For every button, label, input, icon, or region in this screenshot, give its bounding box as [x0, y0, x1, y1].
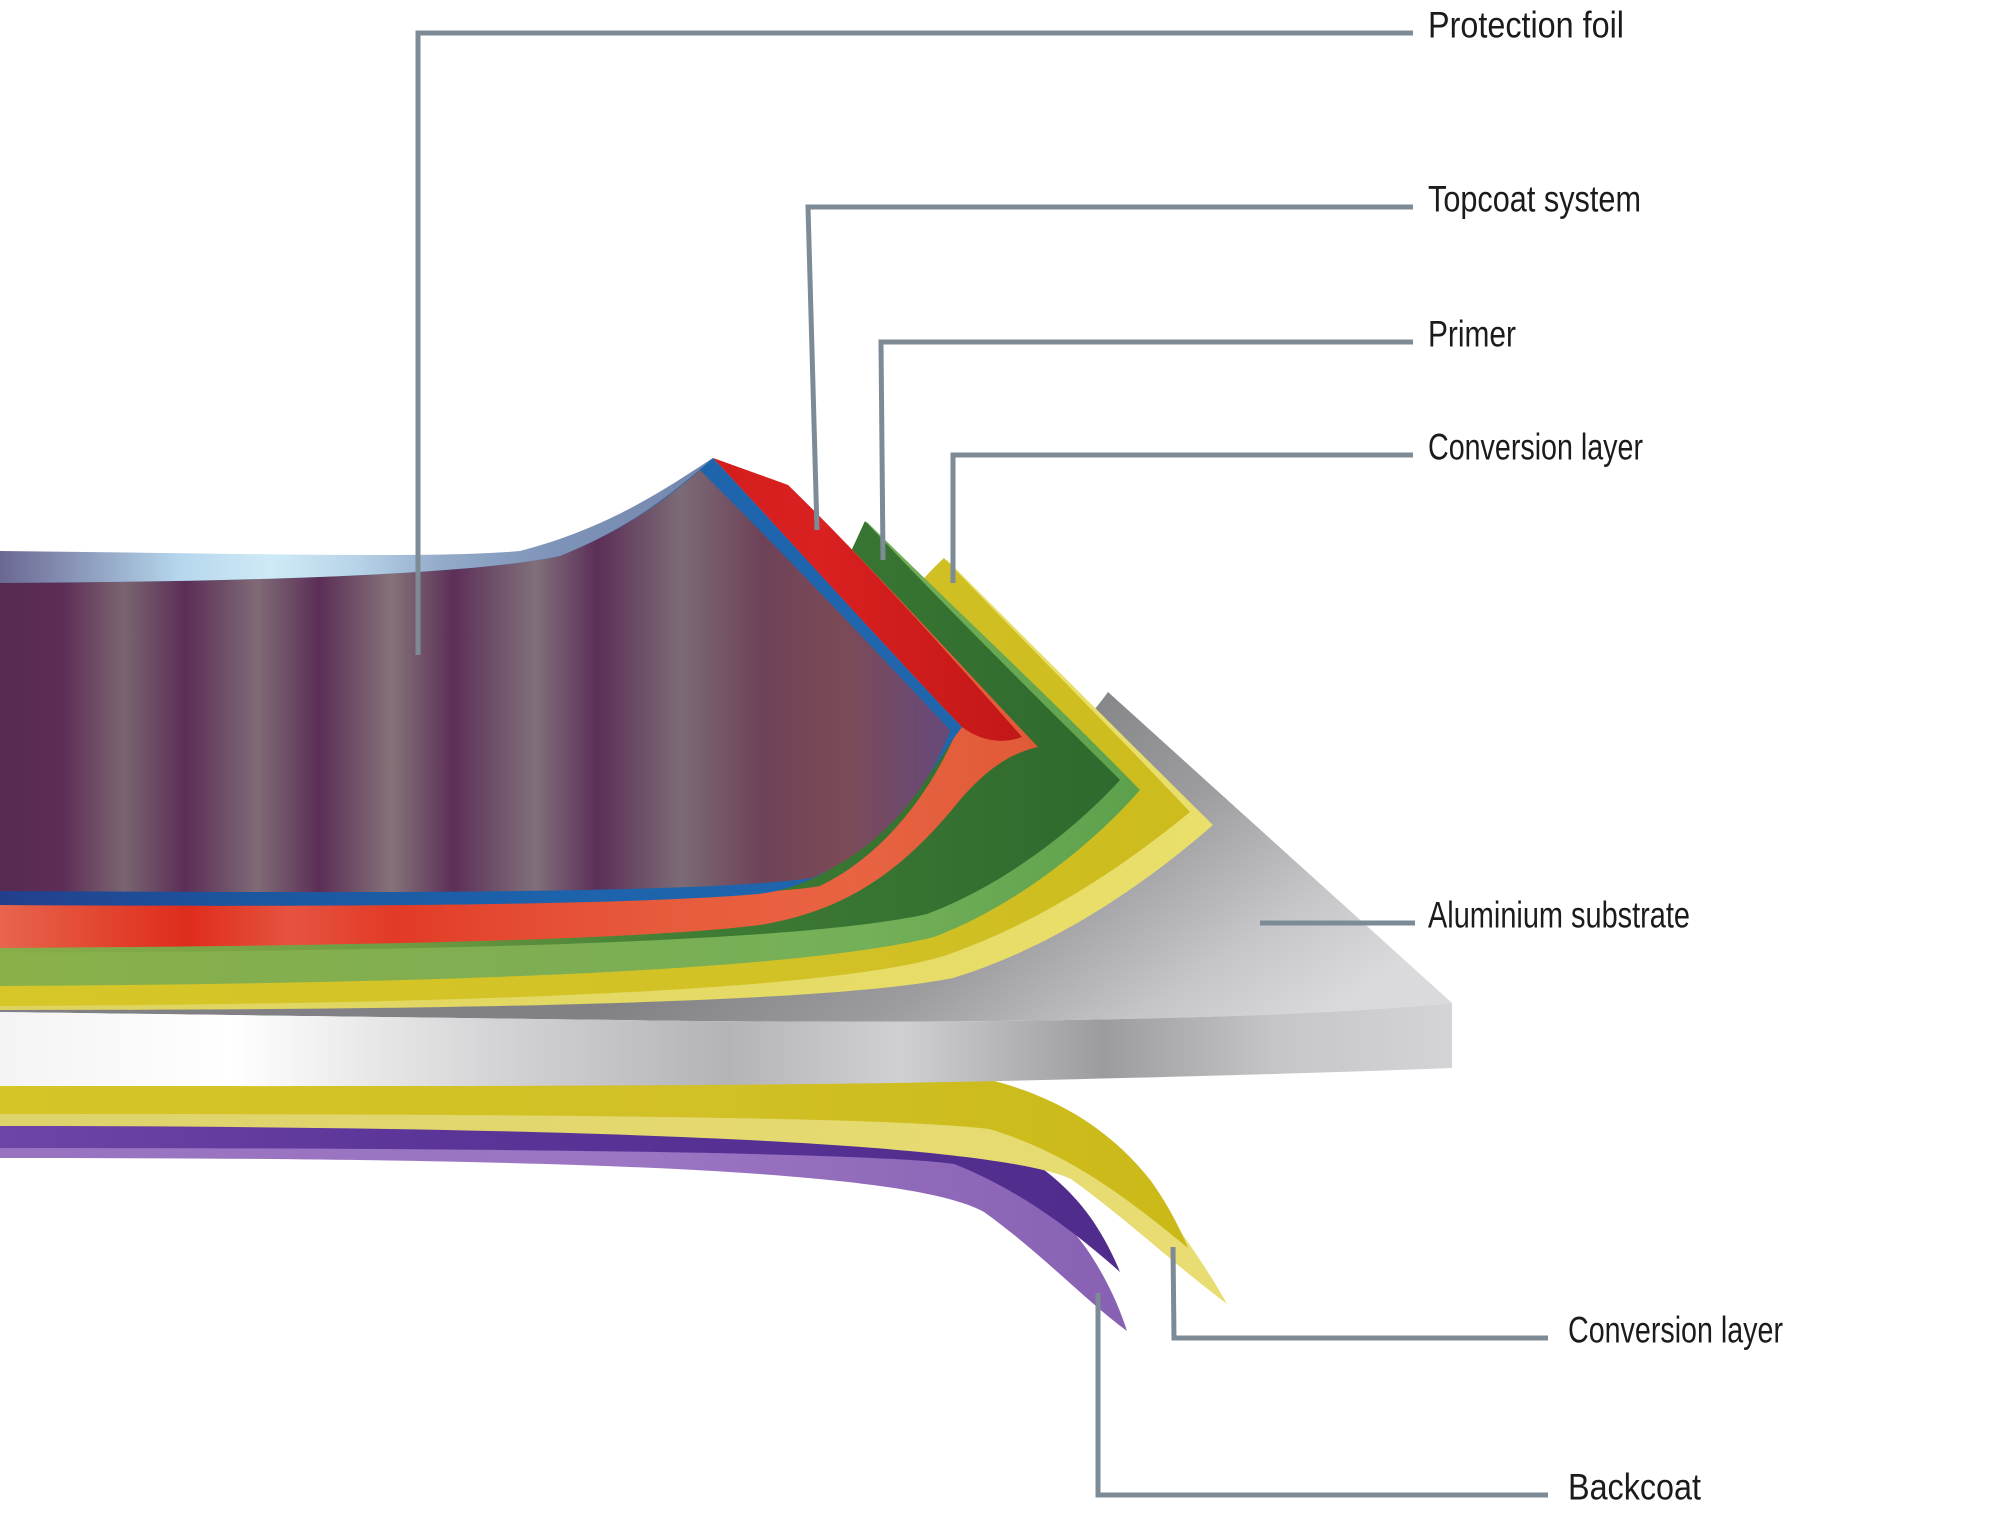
labels: Protection foil Topcoat system Primer Co…	[1428, 5, 1783, 1508]
layer-backcoat	[0, 1108, 1127, 1331]
backcoat-surface	[0, 1108, 1120, 1272]
label-backcoat: Backcoat	[1568, 1467, 1702, 1508]
label-primer: Primer	[1428, 314, 1516, 355]
leader-backcoat	[1095, 1293, 1548, 1498]
substrate-front-face	[0, 1003, 1452, 1087]
layer-topcoat	[0, 458, 1038, 948]
leader-conversion-top	[950, 452, 1413, 583]
leader-protection-foil	[415, 30, 1413, 655]
label-protection-foil: Protection foil	[1428, 5, 1624, 46]
foil-front-surface	[0, 470, 950, 893]
leader-primer	[878, 339, 1413, 561]
leader-conversion-bottom	[1170, 1246, 1548, 1341]
label-topcoat-system: Topcoat system	[1428, 179, 1641, 220]
conversion-bottom-surface	[0, 1066, 1188, 1248]
conversion-bottom-underside	[0, 1076, 1227, 1304]
layer-protection-foil	[0, 458, 962, 906]
label-aluminium-substrate: Aluminium substrate	[1428, 895, 1690, 936]
leader-lines	[415, 30, 1548, 1498]
topcoat-surface	[713, 458, 1022, 741]
foil-top-edge	[0, 458, 713, 583]
label-conversion-layer-top: Conversion layer	[1428, 427, 1643, 468]
layer-conversion-bottom	[0, 1066, 1227, 1304]
backcoat-underside	[0, 1128, 1127, 1331]
label-conversion-layer-bottom: Conversion layer	[1568, 1310, 1783, 1351]
leader-topcoat-system	[805, 204, 1413, 531]
